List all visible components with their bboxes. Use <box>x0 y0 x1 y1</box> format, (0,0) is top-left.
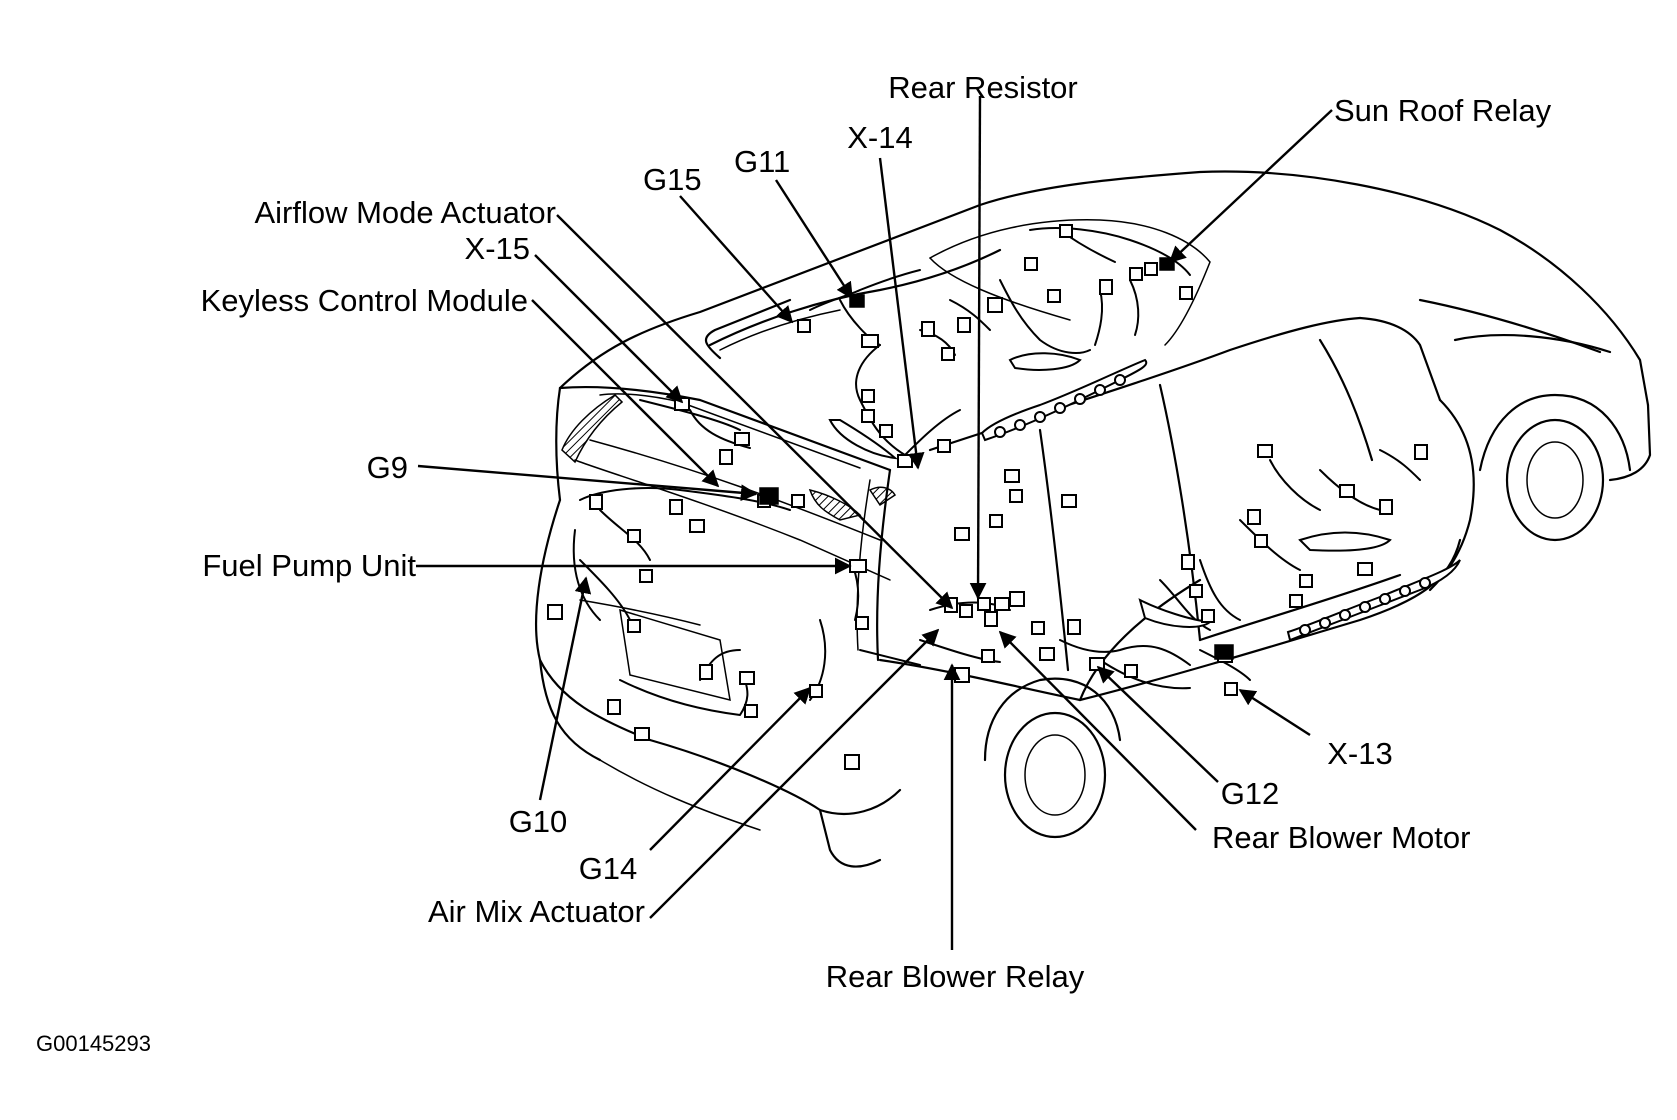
label-g11: G11 <box>734 144 790 179</box>
leader-lines <box>416 95 1333 950</box>
callout-labels: Rear Resistor Sun Roof Relay X-14 G11 G1… <box>201 70 1552 994</box>
figure-id: G00145293 <box>36 1031 151 1056</box>
label-sun-roof-relay: Sun Roof Relay <box>1334 93 1552 128</box>
label-airflow-mode-actuator: Airflow Mode Actuator <box>254 195 556 230</box>
label-g12: G12 <box>1221 776 1280 811</box>
label-g10: G10 <box>509 804 568 839</box>
wiring-harnesses <box>572 227 1461 716</box>
label-g9: G9 <box>367 450 408 485</box>
label-keyless-control-module: Keyless Control Module <box>201 283 528 318</box>
label-rear-resistor: Rear Resistor <box>888 70 1078 105</box>
hatched-regions <box>561 394 897 521</box>
label-g15: G15 <box>643 162 702 197</box>
label-g14: G14 <box>579 851 638 886</box>
label-fuel-pump-unit: Fuel Pump Unit <box>202 548 416 583</box>
label-rear-blower-relay: Rear Blower Relay <box>826 959 1085 994</box>
label-x-14: X-14 <box>847 120 912 155</box>
connectors <box>547 224 1428 770</box>
label-x-13: X-13 <box>1327 736 1392 771</box>
label-x-15: X-15 <box>465 231 530 266</box>
label-air-mix-actuator: Air Mix Actuator <box>428 894 645 929</box>
label-rear-blower-motor: Rear Blower Motor <box>1212 820 1470 855</box>
